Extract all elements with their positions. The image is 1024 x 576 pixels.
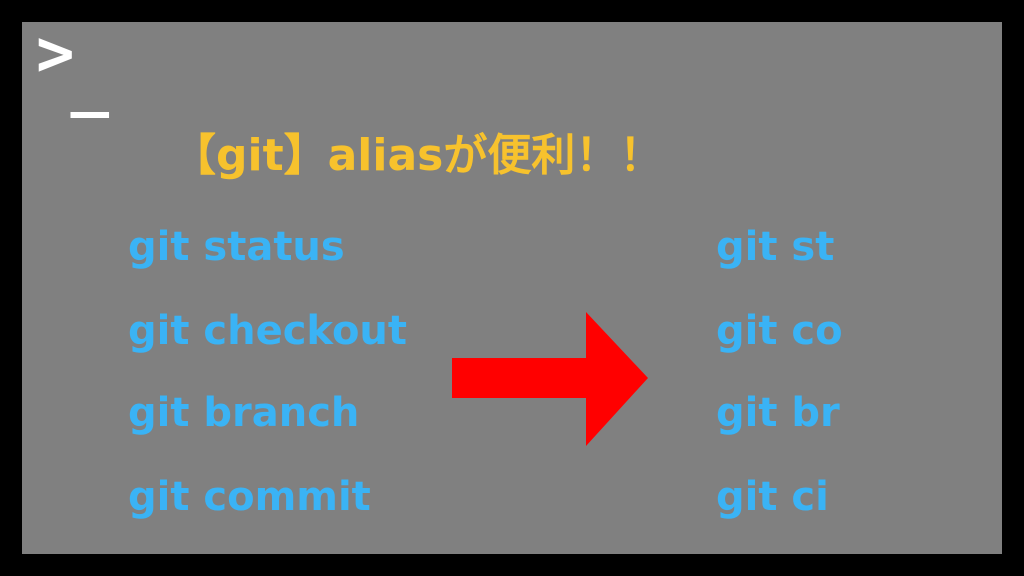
right-arrow-icon: [452, 312, 648, 446]
prompt-chevron: >: [36, 17, 74, 91]
terminal-prompt-icon: >_: [36, 22, 109, 114]
arrow-shape: [452, 312, 648, 446]
full-command-list: git status git checkout git branch git c…: [128, 222, 488, 542]
alias-command-st: git st: [716, 224, 835, 270]
page-title: 【git】aliasが便利！！: [172, 130, 664, 181]
full-command-checkout: git checkout: [128, 308, 408, 354]
full-command-commit: git commit: [128, 474, 371, 520]
terminal-panel: >_ 【git】aliasが便利！！ git status git checko…: [22, 22, 1002, 554]
full-command-status: git status: [128, 224, 345, 270]
alias-command-list: git st git co git br git ci: [716, 222, 916, 542]
alias-command-br: git br: [716, 390, 840, 436]
prompt-underscore: _: [70, 45, 109, 119]
full-command-branch: git branch: [128, 390, 360, 436]
alias-command-ci: git ci: [716, 474, 829, 520]
alias-command-co: git co: [716, 308, 843, 354]
